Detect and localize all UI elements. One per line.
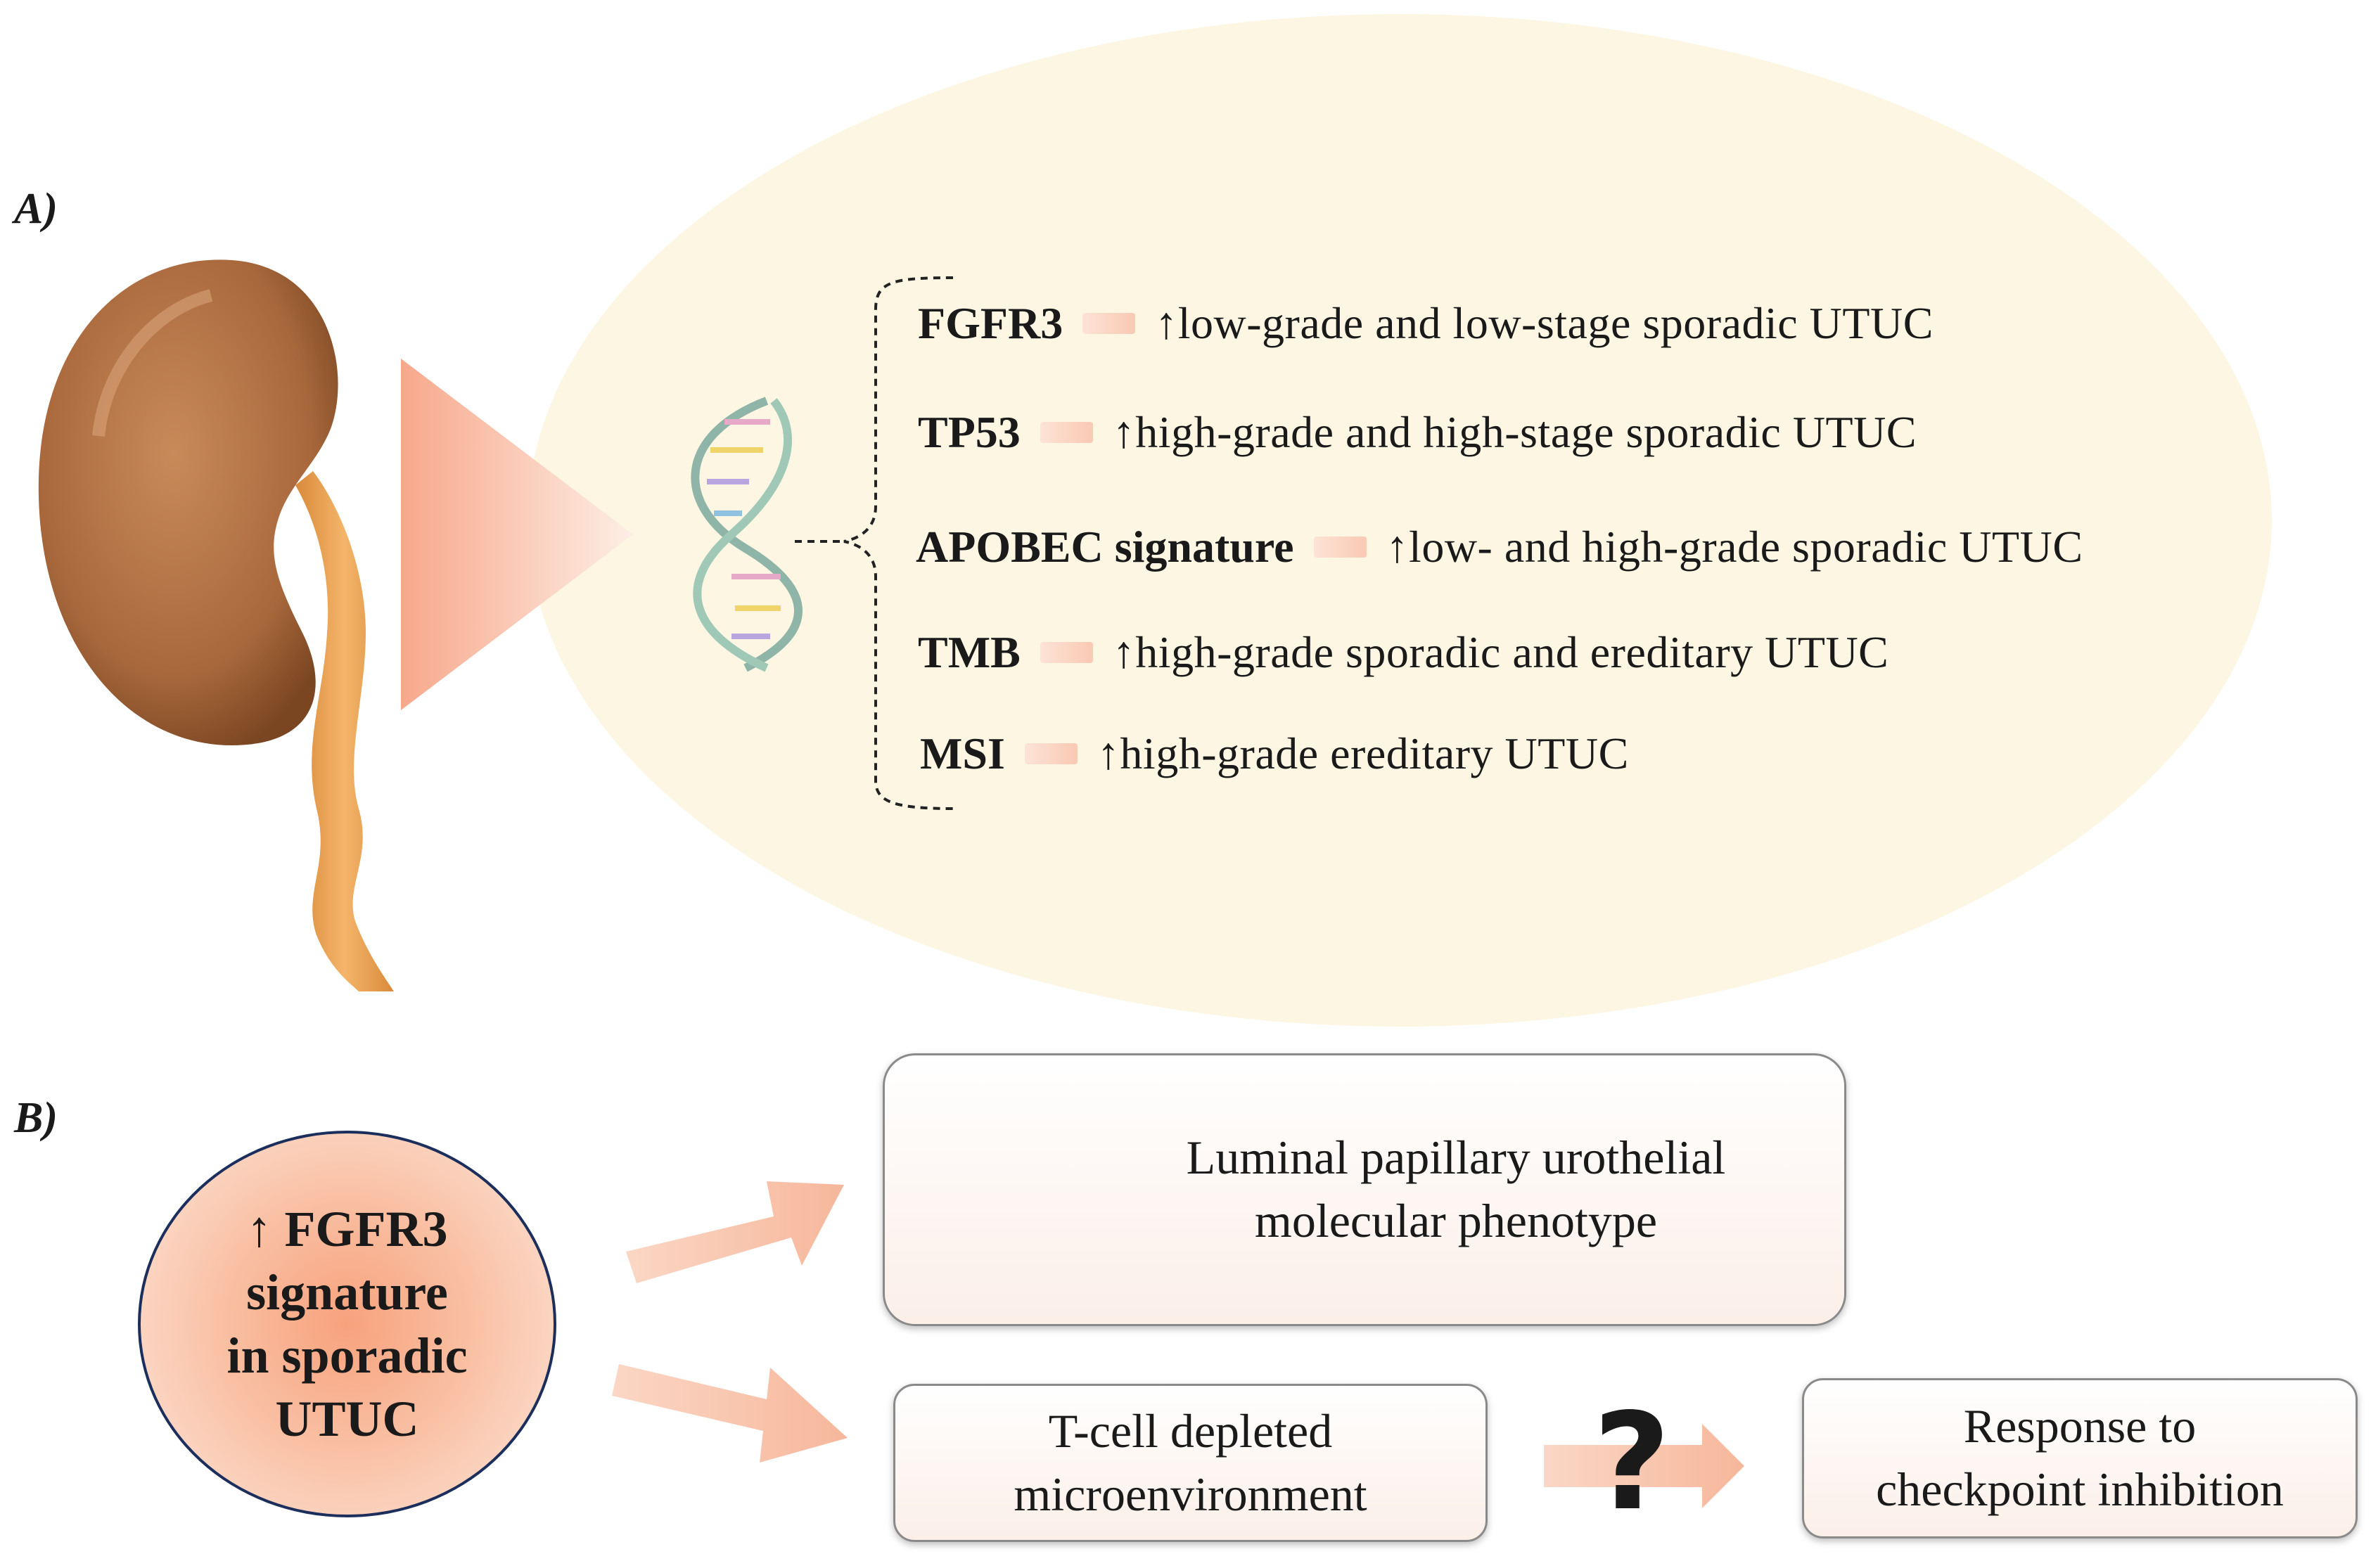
gene-effect: ↑high-grade sporadic and ereditary UTUC bbox=[1112, 627, 1889, 677]
circle-line: UTUC bbox=[275, 1391, 419, 1447]
kidney-ureter-illustration bbox=[38, 259, 394, 991]
arrow-icon bbox=[626, 1181, 844, 1283]
box-line: Response to bbox=[1963, 1399, 2197, 1453]
arrow-icon bbox=[612, 1364, 848, 1463]
gene-effect: ↑low- and high-grade sporadic UTUC bbox=[1386, 522, 2083, 572]
circle-line: signature bbox=[246, 1264, 448, 1320]
gene-name: APOBEC signature bbox=[916, 522, 1294, 572]
arrow-icon bbox=[1544, 1424, 1744, 1508]
dashed-brace bbox=[795, 276, 954, 810]
arrow-icon bbox=[1313, 536, 1367, 558]
arrow-icon bbox=[1040, 642, 1093, 663]
circle-line: ↑ FGFR3 bbox=[246, 1201, 448, 1257]
checkpoint-response-box: Response to checkpoint inhibition bbox=[1802, 1378, 2358, 1538]
fgfr3-signature-circle: ↑ FGFR3 signature in sporadic UTUC bbox=[138, 1131, 556, 1517]
gene-name: TP53 bbox=[918, 407, 1021, 457]
question-mark: ? bbox=[1593, 1384, 1671, 1540]
dna-helix-icon bbox=[691, 397, 803, 672]
panel-b-label: B) bbox=[14, 1094, 58, 1142]
gene-row: TP53 ↑high-grade and high-stage sporadic… bbox=[918, 401, 1917, 464]
panel-a-label: A) bbox=[14, 185, 58, 233]
gene-name: FGFR3 bbox=[918, 298, 1063, 348]
box-line: Luminal papillary urothelial bbox=[1186, 1131, 1726, 1185]
box-line: checkpoint inhibition bbox=[1876, 1463, 2284, 1516]
gene-row: MSI ↑high-grade ereditary UTUC bbox=[920, 722, 1629, 785]
arrow-icon bbox=[1040, 422, 1093, 443]
circle-line: in sporadic bbox=[226, 1328, 468, 1384]
box-line: T-cell depleted bbox=[1048, 1403, 1333, 1458]
t-cell-box: T-cell depleted microenvironment bbox=[893, 1384, 1488, 1542]
magnify-triangle bbox=[401, 359, 633, 710]
luminal-phenotype-box: Luminal papillary urothelial molecular p… bbox=[883, 1053, 1846, 1326]
arrow-icon bbox=[1024, 743, 1078, 764]
background-oval bbox=[528, 14, 2272, 1027]
gene-name: MSI bbox=[920, 728, 1005, 778]
gene-effect: ↑high-grade and high-stage sporadic UTUC bbox=[1112, 407, 1917, 457]
gene-row: APOBEC signature ↑low- and high-grade sp… bbox=[916, 515, 2083, 579]
gene-effect: ↑high-grade ereditary UTUC bbox=[1097, 728, 1629, 778]
box-line: microenvironment bbox=[1014, 1467, 1367, 1521]
gene-name: TMB bbox=[918, 627, 1021, 677]
gene-row: FGFR3 ↑low-grade and low-stage sporadic … bbox=[918, 292, 1934, 355]
gene-effect: ↑low-grade and low-stage sporadic UTUC bbox=[1155, 298, 1934, 348]
box-line: molecular phenotype bbox=[1254, 1194, 1658, 1247]
panel-a-graphics bbox=[38, 14, 2272, 1027]
arrow-icon bbox=[1082, 313, 1136, 334]
gene-row: TMB ↑high-grade sporadic and ereditary U… bbox=[918, 621, 1889, 684]
